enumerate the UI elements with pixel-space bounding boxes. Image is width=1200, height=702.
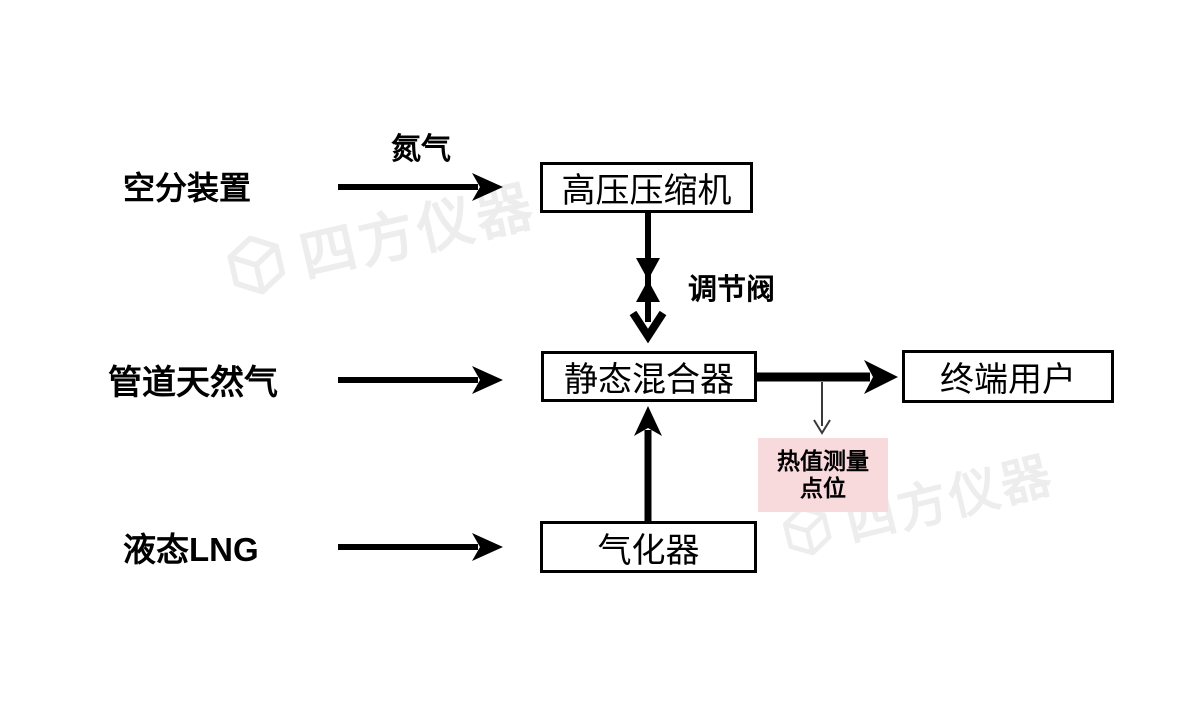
node-liquid-lng-label: 液态LNG xyxy=(123,531,259,568)
watermark: 四方仪器 xyxy=(773,435,1060,572)
node-vaporizer-box: 气化器 xyxy=(540,521,757,573)
node-end-user-label: 终端用户 xyxy=(940,361,1076,399)
edge-label-control-valve: 调节阀 xyxy=(688,274,776,306)
cube-logo-icon xyxy=(782,506,832,556)
node-pipeline-gas-label: 管道天然气 xyxy=(108,363,278,402)
node-pipeline-gas: 管道天然气 xyxy=(108,361,278,402)
arrow-nitrogen xyxy=(338,173,503,201)
node-air-separation: 空分装置 xyxy=(123,168,251,206)
node-vaporizer-label: 气化器 xyxy=(597,531,700,570)
node-measure-point-box: 热值测量 点位 xyxy=(758,438,888,512)
arrow-lng xyxy=(338,533,503,561)
arrow-vaporizer-to-mixer xyxy=(634,406,662,521)
arrow-pipeline-gas xyxy=(338,366,503,394)
node-compressor-label: 高压压缩机 xyxy=(561,172,732,210)
arrow-mixer-to-enduser xyxy=(757,360,898,394)
node-liquid-lng: 液态LNG xyxy=(123,529,259,568)
arrow-measure-point xyxy=(813,382,831,435)
node-mixer-label: 静态混合器 xyxy=(564,361,734,399)
node-compressor-box: 高压压缩机 xyxy=(540,162,753,213)
cube-logo-icon xyxy=(227,235,286,294)
node-air-separation-label: 空分装置 xyxy=(123,170,252,206)
node-measure-point-line1: 热值测量 xyxy=(777,447,869,474)
edge-label-nitrogen: 氮气 xyxy=(391,133,451,166)
node-end-user-box: 终端用户 xyxy=(902,350,1114,403)
valve-symbol xyxy=(636,258,660,302)
node-mixer-box: 静态混合器 xyxy=(541,351,757,402)
watermark: 四方仪器 xyxy=(217,161,543,311)
node-measure-point-line2: 点位 xyxy=(800,475,846,501)
